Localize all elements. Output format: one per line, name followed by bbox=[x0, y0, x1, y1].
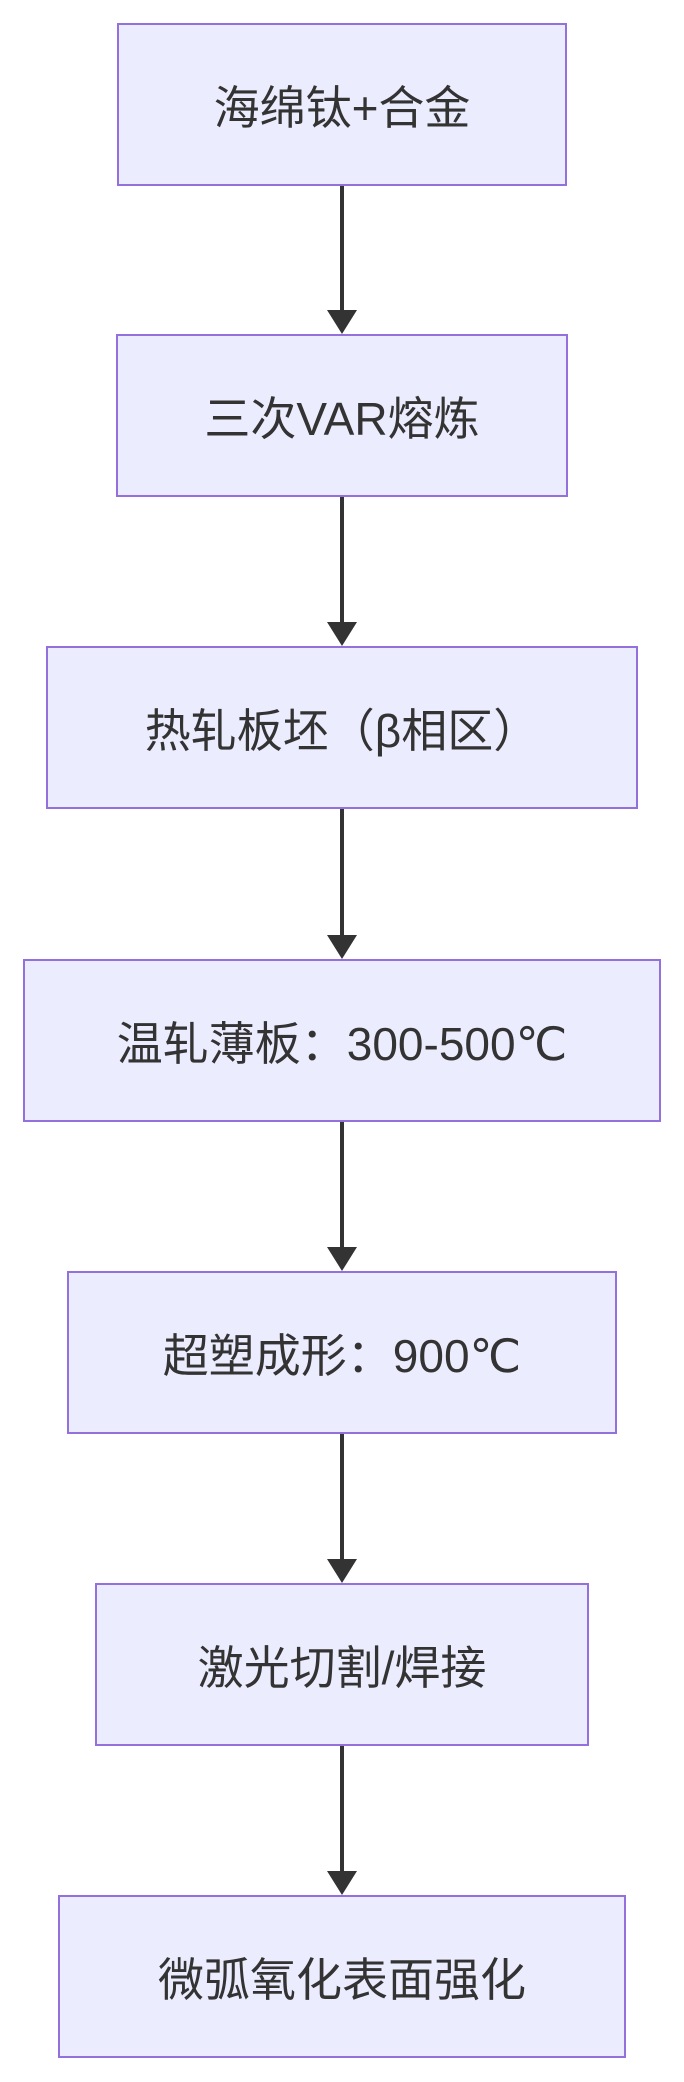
arrowhead-down-icon bbox=[327, 935, 357, 959]
flow-node-label: 微弧氧化表面强化 bbox=[158, 1953, 526, 2006]
flow-node-warm-rolled-sheet: 温轧薄板：300-500℃ bbox=[23, 959, 661, 1122]
flow-node-superplastic-forming: 超塑成形：900℃ bbox=[67, 1271, 617, 1434]
arrow-line bbox=[340, 497, 344, 626]
arrow-line bbox=[340, 1434, 344, 1563]
flow-node-hot-rolled-slab: 热轧板坯（β相区） bbox=[46, 646, 638, 809]
arrow-line bbox=[340, 1746, 344, 1875]
flow-node-var-melting: 三次VAR熔炼 bbox=[116, 334, 568, 497]
flow-node-label: 热轧板坯（β相区） bbox=[144, 704, 540, 757]
flow-arrow-6 bbox=[326, 1746, 358, 1895]
arrowhead-down-icon bbox=[327, 622, 357, 646]
flow-arrow-1 bbox=[326, 186, 358, 334]
arrowhead-down-icon bbox=[327, 1871, 357, 1895]
flow-node-sponge-titanium-alloy: 海绵钛+合金 bbox=[117, 23, 567, 186]
flow-node-label: 激光切割/焊接 bbox=[197, 1641, 487, 1694]
arrow-line bbox=[340, 1122, 344, 1251]
flow-arrow-4 bbox=[326, 1122, 358, 1271]
arrowhead-down-icon bbox=[327, 310, 357, 334]
flow-arrow-3 bbox=[326, 809, 358, 959]
flow-node-label: 温轧薄板：300-500℃ bbox=[116, 1017, 568, 1070]
flow-arrow-5 bbox=[326, 1434, 358, 1583]
flow-arrow-2 bbox=[326, 497, 358, 646]
flow-node-micro-arc-oxidation: 微弧氧化表面强化 bbox=[58, 1895, 626, 2058]
arrow-line bbox=[340, 809, 344, 939]
flow-node-laser-cutting-welding: 激光切割/焊接 bbox=[95, 1583, 589, 1746]
arrow-line bbox=[340, 186, 344, 314]
flow-node-label: 海绵钛+合金 bbox=[213, 81, 471, 134]
flow-node-label: 三次VAR熔炼 bbox=[204, 392, 480, 445]
flow-node-label: 超塑成形：900℃ bbox=[162, 1329, 522, 1382]
arrowhead-down-icon bbox=[327, 1559, 357, 1583]
arrowhead-down-icon bbox=[327, 1247, 357, 1271]
